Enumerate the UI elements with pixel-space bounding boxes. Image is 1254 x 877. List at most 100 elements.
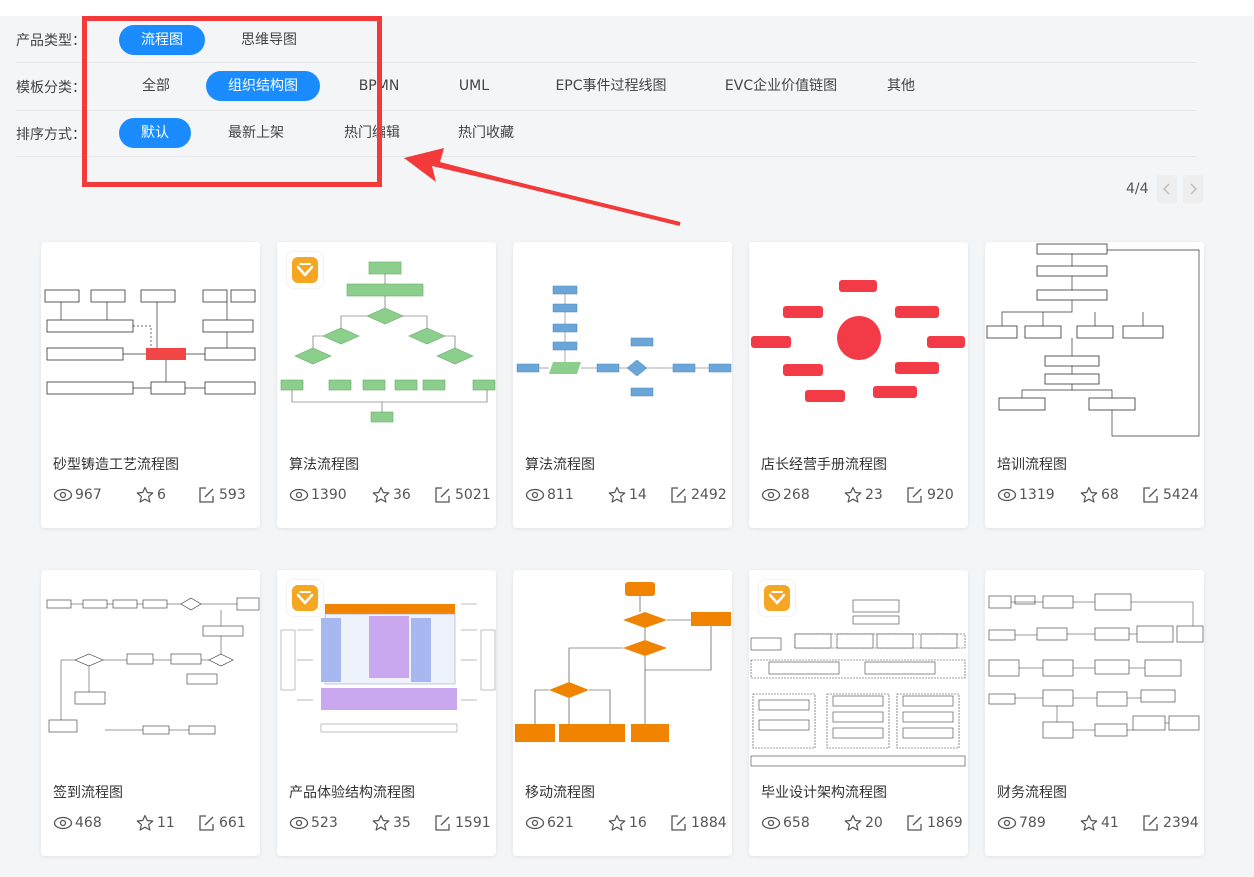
template-card[interactable]: 砂型铸造工艺流程图 967 6 593 [41,242,260,528]
template-card[interactable]: 算法流程图 811 14 2492 [513,242,732,528]
pager-prev-button[interactable] [1156,175,1177,203]
edits-count: 2492 [691,487,727,503]
annotation-highlight-box [82,16,382,187]
template-card[interactable]: 签到流程图 468 11 661 [41,570,260,856]
template-thumbnail[interactable] [513,570,732,770]
eye-icon [761,816,781,830]
template-title[interactable]: 财务流程图 [997,785,1067,801]
template-card[interactable]: 培训流程图 1319 68 5424 [985,242,1204,528]
template-stats: 811 14 2492 [525,486,727,504]
chevron-right-icon [1190,183,1197,195]
stars-stat[interactable]: 68 [1079,486,1119,504]
edit-icon [907,815,922,831]
template-card[interactable]: 毕业设计架构流程图 658 20 1869 [749,570,968,856]
product-type-flowchart[interactable]: 流程图 [119,25,205,55]
views-stat: 1390 [289,486,347,504]
row-divider [16,62,1196,63]
edits-count: 593 [219,487,246,503]
category-other[interactable]: 其他 [887,78,915,94]
template-title[interactable]: 毕业设计架构流程图 [761,785,887,801]
views-count: 789 [1019,815,1046,831]
stars-stat[interactable]: 16 [607,814,647,832]
vip-badge [287,252,323,288]
eye-icon [53,488,73,502]
template-title[interactable]: 培训流程图 [997,457,1067,473]
template-thumbnail[interactable] [985,570,1204,770]
sort-hot-favorite[interactable]: 热门收藏 [458,125,514,141]
template-title[interactable]: 算法流程图 [289,457,359,473]
template-stats: 658 20 1869 [761,814,963,832]
template-stats: 1390 36 5021 [289,486,491,504]
sort-default[interactable]: 默认 [119,118,191,148]
category-org-chart[interactable]: 组织结构图 [206,71,320,101]
stars-stat[interactable]: 11 [135,814,175,832]
edits-stat[interactable]: 661 [197,814,246,832]
eye-icon [289,488,309,502]
stars-stat[interactable]: 35 [371,814,411,832]
views-count: 1319 [1019,487,1055,503]
template-title[interactable]: 砂型铸造工艺流程图 [53,457,179,473]
stars-count: 35 [393,815,411,831]
template-card[interactable]: 移动流程图 621 16 1884 [513,570,732,856]
product-type-label: 产品类型： [16,33,86,49]
sort-hot-edit[interactable]: 热门编辑 [344,125,400,141]
stars-stat[interactable]: 36 [371,486,411,504]
views-stat: 811 [525,486,574,504]
edits-stat[interactable]: 1591 [433,814,491,832]
stars-stat[interactable]: 41 [1079,814,1119,832]
edits-count: 1869 [927,815,963,831]
category-uml[interactable]: UML [458,78,490,94]
vip-badge [759,580,795,616]
edits-stat[interactable]: 1884 [669,814,727,832]
star-icon [136,814,154,831]
template-title[interactable]: 移动流程图 [525,785,595,801]
edits-stat[interactable]: 920 [905,486,954,504]
template-card[interactable]: 财务流程图 789 41 2394 [985,570,1204,856]
edits-count: 5424 [1163,487,1199,503]
star-icon [1080,814,1098,831]
template-card[interactable]: 算法流程图 1390 36 5021 [277,242,496,528]
template-thumbnail[interactable] [749,242,968,442]
edits-stat[interactable]: 2492 [669,486,727,504]
stars-stat[interactable]: 20 [843,814,883,832]
product-type-mindmap[interactable]: 思维导图 [241,32,297,48]
stars-count: 23 [865,487,883,503]
stars-stat[interactable]: 23 [843,486,883,504]
edits-count: 5021 [455,487,491,503]
stars-stat[interactable]: 6 [135,486,166,504]
star-icon [608,814,626,831]
pager-next-button[interactable] [1182,175,1203,203]
edits-stat[interactable]: 5021 [433,486,491,504]
template-thumbnail[interactable] [41,242,260,442]
sort-label: 排序方式： [16,127,86,143]
edit-icon [435,815,450,831]
template-title[interactable]: 产品体验结构流程图 [289,785,415,801]
template-card[interactable]: 产品体验结构流程图 523 35 1591 [277,570,496,856]
edit-icon [435,487,450,503]
star-icon [844,486,862,503]
edits-stat[interactable]: 1869 [905,814,963,832]
edits-count: 1591 [455,815,491,831]
template-thumbnail[interactable] [41,570,260,770]
template-card[interactable]: 店长经营手册流程图 268 23 920 [749,242,968,528]
category-evc[interactable]: EVC企业价值链图 [724,78,838,94]
eye-icon [997,488,1017,502]
eye-icon [53,816,73,830]
template-thumbnail[interactable] [985,242,1204,442]
template-title[interactable]: 签到流程图 [53,785,123,801]
category-epc[interactable]: EPC事件过程线图 [555,78,667,94]
template-title[interactable]: 店长经营手册流程图 [761,457,887,473]
category-all[interactable]: 全部 [142,78,170,94]
edits-stat[interactable]: 5424 [1141,486,1199,504]
edits-count: 2394 [1163,815,1199,831]
template-stats: 523 35 1591 [289,814,491,832]
vip-badge [287,580,323,616]
edits-stat[interactable]: 2394 [1141,814,1199,832]
edit-icon [907,487,922,503]
stars-count: 16 [629,815,647,831]
edits-stat[interactable]: 593 [197,486,246,504]
stars-stat[interactable]: 14 [607,486,647,504]
template-thumbnail[interactable] [513,242,732,442]
sort-newest[interactable]: 最新上架 [228,125,284,141]
template-title[interactable]: 算法流程图 [525,457,595,473]
